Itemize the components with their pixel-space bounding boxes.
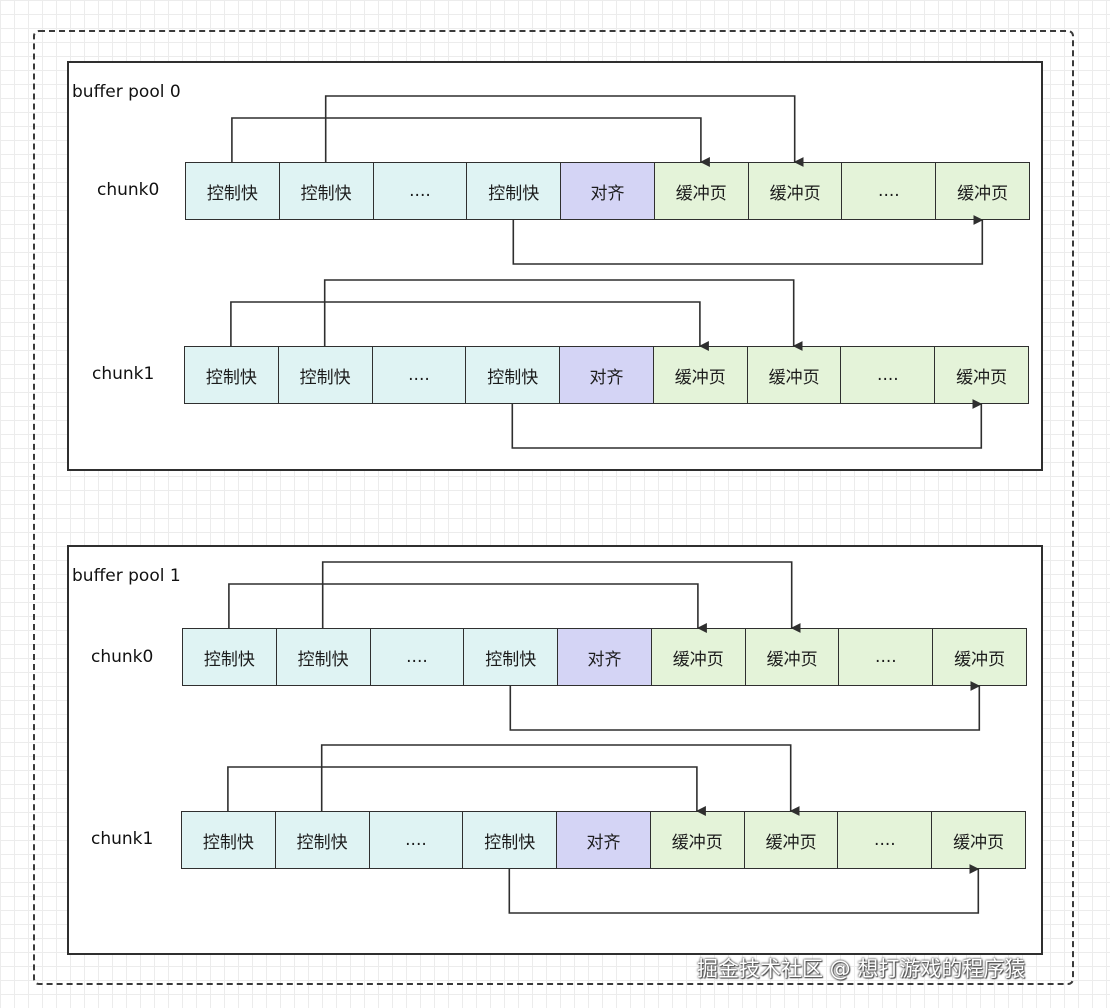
buffer-pool-1: buffer pool 1 xyxy=(67,545,1043,955)
buffer-page-cell: 缓冲页 xyxy=(747,347,842,403)
ellipsis-cell: .... xyxy=(369,812,464,868)
ellipsis-cell: .... xyxy=(370,629,465,685)
control-block-cell: 控制快 xyxy=(182,812,276,868)
chunk-label: chunk0 xyxy=(97,180,160,200)
pool-title: buffer pool 0 xyxy=(72,82,181,102)
buffer-page-cell: 缓冲页 xyxy=(744,812,839,868)
buffer-pool-0: buffer pool 0 xyxy=(67,61,1043,471)
control-block-cell: 控制快 xyxy=(466,347,561,403)
control-block-cell: 控制快 xyxy=(467,163,562,219)
chunk-row: 控制快控制快....控制快对齐缓冲页缓冲页....缓冲页 xyxy=(182,628,1027,686)
chunk-row: 控制快控制快....控制快对齐缓冲页缓冲页....缓冲页 xyxy=(181,811,1026,869)
chunk-row: 控制快控制快....控制快对齐缓冲页缓冲页....缓冲页 xyxy=(185,162,1030,220)
buffer-page-cell: 缓冲页 xyxy=(933,629,1027,685)
control-block-cell: 控制快 xyxy=(464,629,559,685)
ellipsis-cell: .... xyxy=(372,347,467,403)
ellipsis-cell: .... xyxy=(842,163,937,219)
control-block-cell: 控制快 xyxy=(276,629,371,685)
buffer-page-cell: 缓冲页 xyxy=(748,163,843,219)
chunk-label: chunk1 xyxy=(92,364,155,384)
buffer-page-cell: 缓冲页 xyxy=(932,812,1026,868)
control-block-cell: 控制快 xyxy=(185,347,279,403)
alignment-cell: 对齐 xyxy=(558,629,652,685)
buffer-page-cell: 缓冲页 xyxy=(935,347,1029,403)
ellipsis-cell: .... xyxy=(841,347,936,403)
control-block-cell: 控制快 xyxy=(186,163,280,219)
buffer-page-cell: 缓冲页 xyxy=(936,163,1030,219)
buffer-page-cell: 缓冲页 xyxy=(654,163,749,219)
buffer-page-cell: 缓冲页 xyxy=(651,629,746,685)
chunk-label: chunk1 xyxy=(91,829,154,849)
chunk-row: 控制快控制快....控制快对齐缓冲页缓冲页....缓冲页 xyxy=(184,346,1029,404)
buffer-page-cell: 缓冲页 xyxy=(653,347,748,403)
control-block-cell: 控制快 xyxy=(463,812,558,868)
watermark: 掘金技术社区 @ 想打游戏的程序猿 xyxy=(697,957,1026,981)
pool-title: buffer pool 1 xyxy=(72,566,181,586)
diagram-frame xyxy=(33,30,1074,985)
ellipsis-cell: .... xyxy=(373,163,468,219)
buffer-page-cell: 缓冲页 xyxy=(650,812,745,868)
ellipsis-cell: .... xyxy=(838,812,933,868)
control-block-cell: 控制快 xyxy=(275,812,370,868)
alignment-cell: 对齐 xyxy=(557,812,651,868)
ellipsis-cell: .... xyxy=(839,629,934,685)
alignment-cell: 对齐 xyxy=(560,347,654,403)
chunk-label: chunk0 xyxy=(91,647,154,667)
alignment-cell: 对齐 xyxy=(561,163,655,219)
control-block-cell: 控制快 xyxy=(279,163,374,219)
control-block-cell: 控制快 xyxy=(183,629,277,685)
buffer-page-cell: 缓冲页 xyxy=(745,629,840,685)
control-block-cell: 控制快 xyxy=(278,347,373,403)
